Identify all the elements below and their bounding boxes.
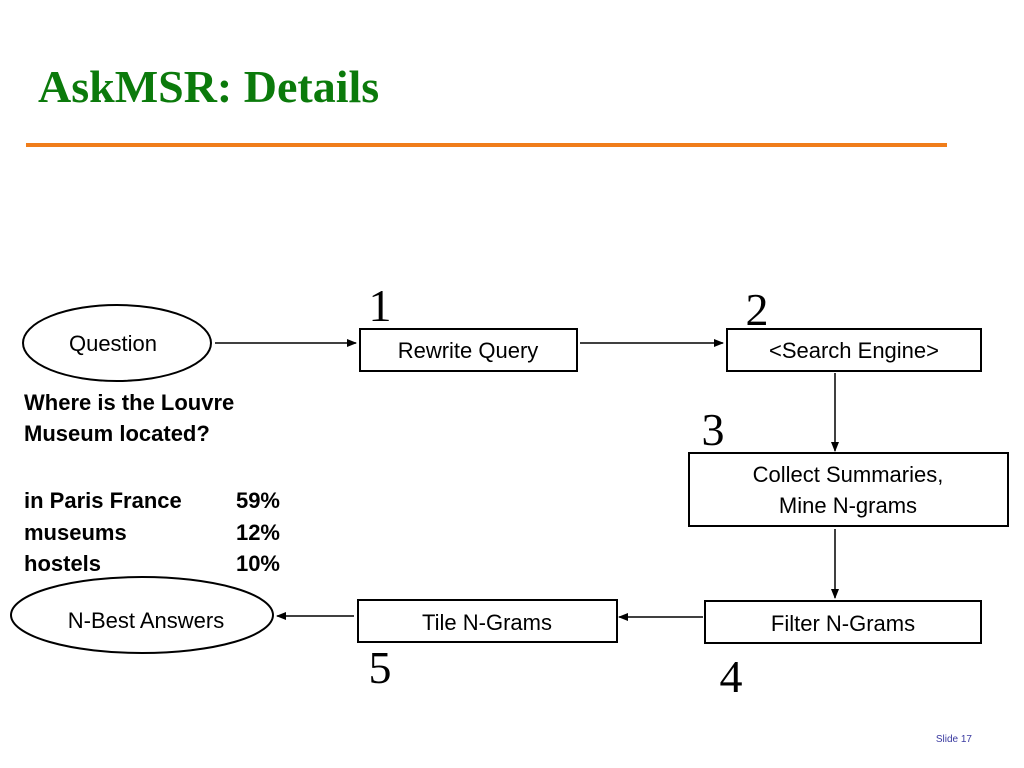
filter-ngrams-label: Filter N-Grams [771,611,915,636]
answer-term: museums [24,520,127,545]
step-number-5: 5 [369,642,392,693]
title-divider [26,143,947,147]
answer-score: 10% [235,551,280,576]
example-question-line1: Where is the Louvre [24,390,235,415]
step-number-1: 1 [369,280,392,331]
step-number-2: 2 [746,284,769,335]
rewrite-query-node: Rewrite Query [359,328,578,372]
rewrite-query-label: Rewrite Query [398,338,539,363]
answer-term: in Paris France [24,488,182,513]
n-best-answers-label: N-Best Answers [68,608,225,633]
question-node: Question [22,304,212,382]
search-engine-label: <Search Engine> [769,338,939,363]
search-engine-node: <Search Engine> [726,328,982,372]
question-label: Question [69,331,157,356]
n-best-answers-node: N-Best Answers [10,576,274,654]
answer-score: 12% [235,520,280,545]
collect-summaries-node: Collect Summaries, Mine N-grams [688,452,1009,527]
answer-score: 59% [235,488,280,513]
tile-ngrams-node: Tile N-Grams [357,599,618,643]
tile-ngrams-label: Tile N-Grams [422,610,552,635]
collect-summaries-label-line1: Collect Summaries, [753,462,944,487]
example-question-line2: Museum located? [24,421,210,446]
filter-ngrams-node: Filter N-Grams [704,600,982,644]
step-number-3: 3 [702,404,725,455]
slide-title: AskMSR: Details [38,61,380,112]
step-number-4: 4 [720,651,743,702]
slide-number: Slide 17 [935,734,972,745]
answer-term: hostels [24,551,102,576]
collect-summaries-label-line2: Mine N-grams [779,493,917,518]
